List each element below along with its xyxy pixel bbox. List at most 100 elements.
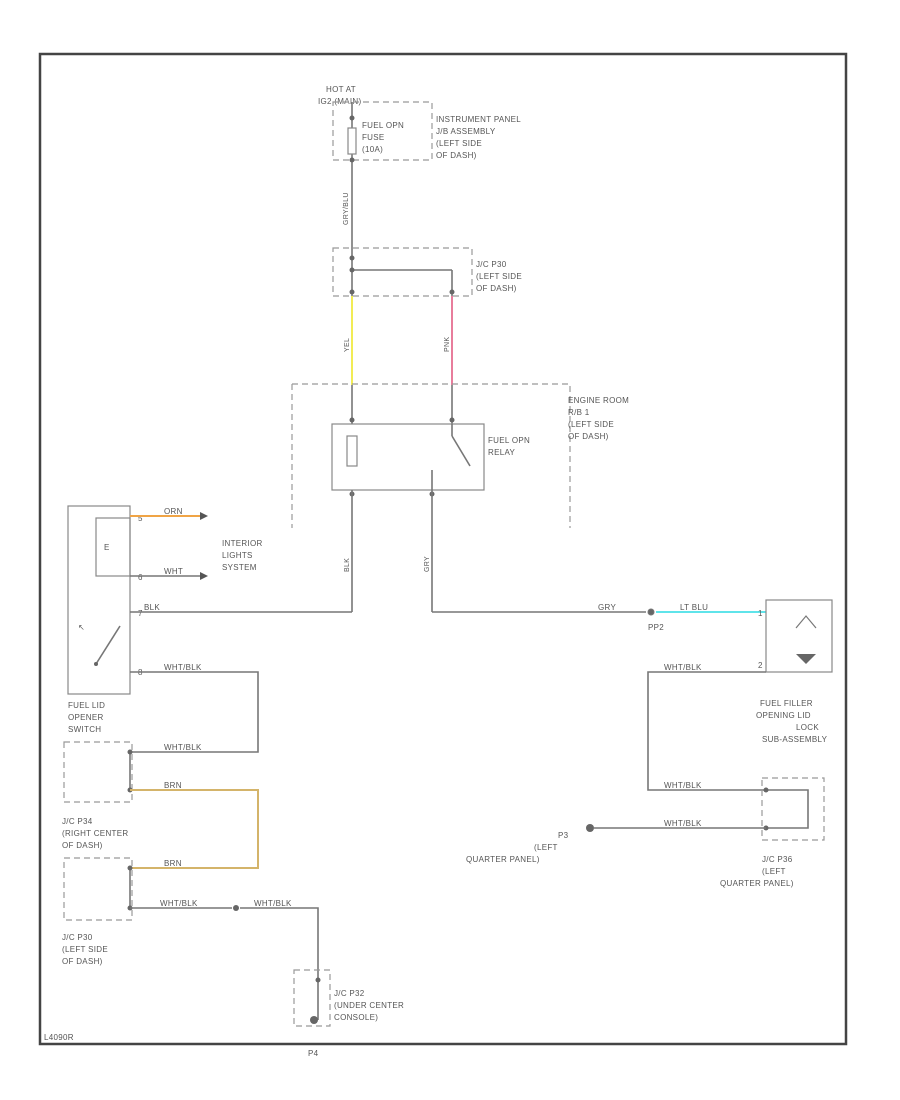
wire-label-wb2: WHT/BLK: [164, 743, 202, 752]
ip-jb-dashed-box: [332, 101, 433, 161]
jc-top-pin-d: [449, 289, 455, 295]
fuel-filler-lock-box: [765, 599, 833, 673]
int-label-2: LIGHTS: [222, 551, 253, 560]
pin-7: 7: [138, 609, 143, 618]
ip-label-4: OF DASH): [436, 151, 477, 160]
brn-wire: [130, 789, 259, 869]
p3-label-3: QUARTER PANEL): [466, 855, 540, 864]
ground-label: P4: [308, 1049, 319, 1058]
p3-label-2: (LEFT: [534, 843, 558, 852]
pp2-connector: [647, 608, 655, 616]
er-label-1: ENGINE ROOM: [568, 396, 629, 405]
relay-contact: [451, 435, 471, 467]
fuse-symbol: [347, 127, 357, 155]
jcp36-label-1: J/C P36: [762, 855, 793, 864]
wire-label-yel: YEL: [344, 338, 351, 352]
switch-inner-mark: E: [104, 543, 110, 552]
rc-label-2: (RIGHT CENTER: [62, 829, 128, 838]
jcp36-label-3: QUARTER PANEL): [720, 879, 794, 888]
switch-inner-box: [95, 517, 131, 577]
jc-top-label-2: (LEFT SIDE: [476, 272, 522, 281]
wire-label-blk-h: BLK: [144, 603, 160, 612]
ip-label-1: INSTRUMENT PANEL: [436, 115, 521, 124]
jc-top-dashed-box: [332, 247, 473, 297]
hot-at-label: HOT AT: [326, 85, 356, 94]
pin-6: 6: [138, 573, 143, 582]
fls-label-1: FUEL LID: [68, 701, 105, 710]
hot-at-source-label: IG2 (MAIN): [318, 97, 361, 106]
jc-console-pin: [315, 977, 321, 983]
wire-label-gry: GRY: [424, 556, 431, 572]
wire-label-wb1: WHT/BLK: [164, 663, 202, 672]
wire-label-brn1: BRN: [164, 781, 182, 790]
cc-label-2: (UNDER CENTER: [334, 1001, 404, 1010]
engine-room-dashed-box: [291, 383, 571, 528]
jc-p34-dashed-box: [63, 741, 133, 803]
er-label-3: (LEFT SIDE: [568, 420, 614, 429]
wire-label-wb4: WHT/BLK: [664, 663, 702, 672]
ffl-label-4: SUB-ASSEMBLY: [762, 735, 828, 744]
wire-label-wb5: WHT/BLK: [664, 781, 702, 790]
ground-point: [310, 1016, 318, 1024]
wire-label-wb6: WHT/BLK: [664, 819, 702, 828]
wht-arrow: [200, 572, 208, 580]
lock-actuator-symbol: [795, 615, 817, 629]
jc-p36-bus: [766, 789, 809, 829]
jc-top-pin-a: [349, 255, 355, 261]
fuel-lid-opener-switch-box: [67, 505, 131, 695]
diagram-frame: [38, 52, 848, 1046]
jc-p36-pin-a: [763, 787, 769, 793]
fuse-pin-top: [349, 115, 355, 121]
relay-coil: [346, 435, 358, 467]
wire-label-v1: GRY/BLU: [343, 192, 350, 225]
er-label-2: R/B 1: [568, 408, 590, 417]
jc-p30-bottom-dashed-box: [63, 857, 133, 921]
fls-label-3: SWITCH: [68, 725, 101, 734]
jcp30b-label-2: (LEFT SIDE: [62, 945, 108, 954]
wht-blk-wire-1: [130, 671, 259, 753]
ffl-label-2: OPENING LID: [756, 711, 811, 720]
diagram-id: L4090R: [44, 1033, 74, 1042]
int-label-1: INTERIOR: [222, 539, 263, 548]
jcp36-label-2: (LEFT: [762, 867, 786, 876]
fuse-label-2: FUSE: [362, 133, 385, 142]
wire-label-ltblu: LT BLU: [680, 603, 708, 612]
fls-label-2: OPENER: [68, 713, 104, 722]
wire-label-orn: ORN: [164, 507, 183, 516]
pin-1: 1: [758, 609, 763, 618]
rc-label-3: OF DASH): [62, 841, 103, 850]
jc-console-dashed-box: [293, 969, 331, 1027]
ip-label-2: J/B ASSEMBLY: [436, 127, 496, 136]
ip-label-3: (LEFT SIDE: [436, 139, 482, 148]
switch-contact: [95, 625, 121, 665]
orn-arrow: [200, 512, 208, 520]
wht-blk-wire-to-ground: [240, 907, 319, 1020]
wire-label-pnk: PNK: [444, 337, 451, 352]
pin-5: 5: [138, 514, 143, 523]
relay-label-1: FUEL OPN: [488, 436, 530, 445]
wire-label-wb-g: WHT/BLK: [254, 899, 292, 908]
wire-label-wb3: WHT/BLK: [160, 899, 198, 908]
splice-point: [233, 905, 239, 911]
cc-label-1: J/C P32: [334, 989, 365, 998]
rc-label-1: J/C P34: [62, 817, 93, 826]
wire-label-wht: WHT: [164, 567, 183, 576]
relay-pin-2: [449, 417, 455, 423]
pin-2: 2: [758, 661, 763, 670]
fuse-label-1: FUEL OPN: [362, 121, 404, 130]
lock-motor-symbol: [796, 654, 816, 664]
jc-top-pin-b: [349, 267, 355, 273]
p3-label-1: P3: [558, 831, 569, 840]
jcp30b-label-3: OF DASH): [62, 957, 103, 966]
wire-label-blk: BLK: [344, 558, 351, 572]
ffl-label-1: FUEL FILLER: [760, 699, 813, 708]
wire-label-brn2: BRN: [164, 859, 182, 868]
cc-label-3: CONSOLE): [334, 1013, 378, 1022]
jc-top-label-3: OF DASH): [476, 284, 517, 293]
fuse-label-3: (10A): [362, 145, 383, 154]
jc-p30-bottom-pin-a: [127, 865, 133, 871]
fuse-pin-bottom: [349, 157, 355, 163]
ffl-label-3: LOCK: [796, 723, 819, 732]
jcp30b-label-1: J/C P30: [62, 933, 93, 942]
